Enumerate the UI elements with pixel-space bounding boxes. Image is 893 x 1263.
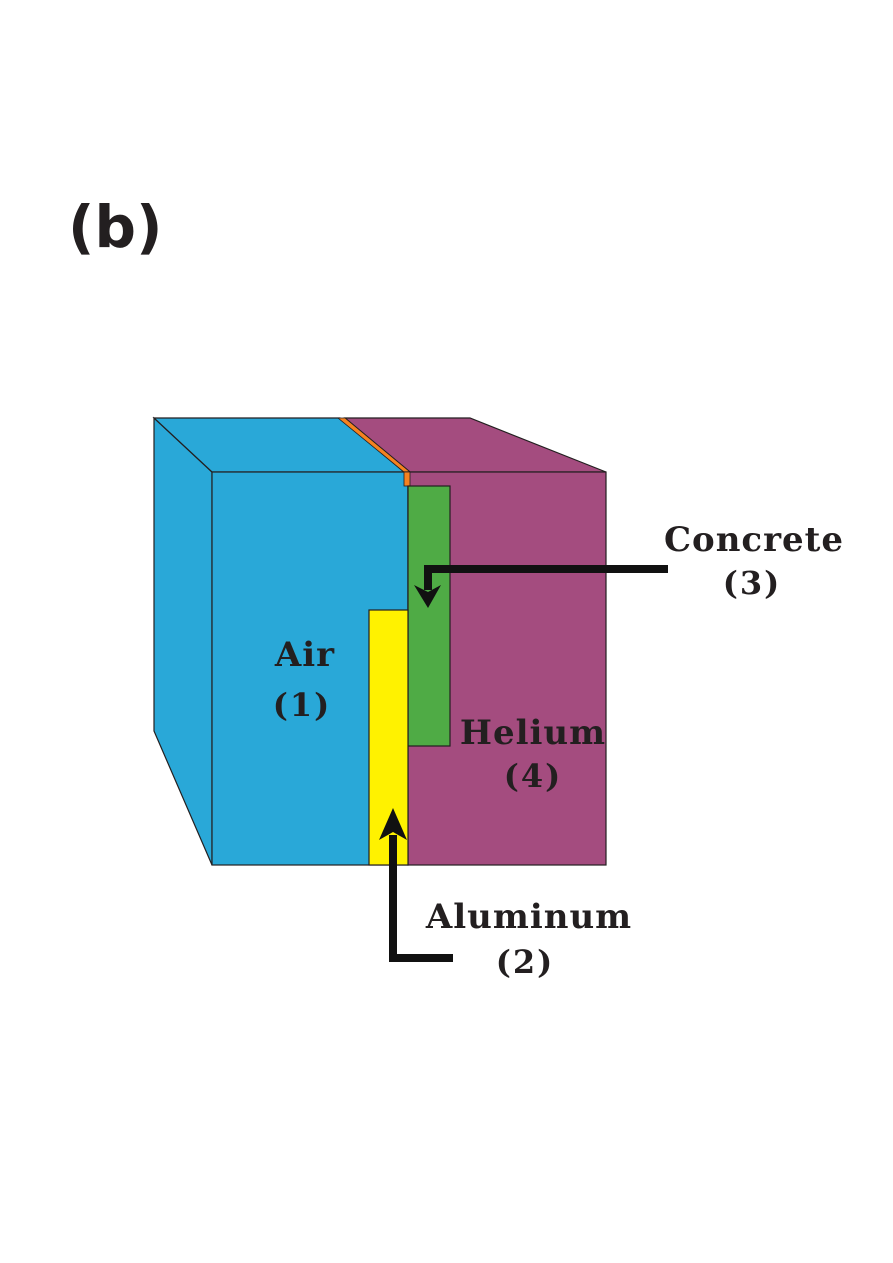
aluminum-number: (2) xyxy=(496,943,555,981)
air-label: Air xyxy=(274,635,335,675)
concrete-arrow-head xyxy=(414,585,441,608)
concrete-region xyxy=(407,485,451,747)
concrete-arrow-line xyxy=(424,565,668,590)
helium-number: (4) xyxy=(504,757,563,795)
aluminum-arrow-line xyxy=(389,835,453,962)
air-number: (1) xyxy=(273,686,332,724)
aluminum-label: Aluminum xyxy=(425,897,632,937)
concrete-number: (3) xyxy=(723,564,782,602)
aluminum-arrow-head xyxy=(379,808,407,840)
thin-layer-front xyxy=(403,471,411,487)
air-side-face xyxy=(153,416,213,866)
concrete-label: Concrete xyxy=(664,520,844,560)
helium-label: Helium xyxy=(460,713,606,753)
panel-label: (b) xyxy=(68,193,163,261)
